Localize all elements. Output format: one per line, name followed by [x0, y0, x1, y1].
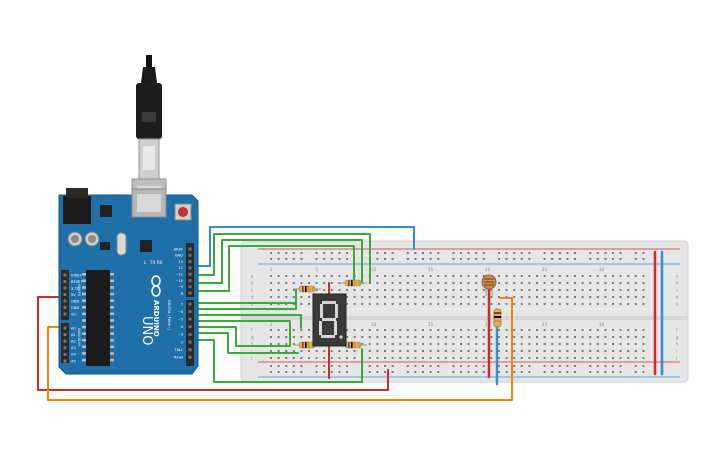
wire-green-2 — [192, 239, 363, 284]
pin-label: Vin — [71, 312, 77, 316]
pin-label: ~9 — [178, 285, 184, 289]
row-letter: i — [251, 349, 252, 354]
resistor[interactable] — [339, 279, 367, 287]
pin-label: GND — [71, 299, 79, 303]
breadboard[interactable]: 115510101515202025253030aabbccddeeffgghh… — [240, 240, 689, 383]
row-letter: h — [676, 342, 679, 347]
row-letter: j — [250, 356, 252, 361]
column-number: 1 — [270, 322, 273, 327]
pin-label: 13 — [178, 260, 183, 264]
pin-label: 4 — [181, 325, 184, 329]
digital-label: DIGITAL (PWM~) — [167, 300, 171, 330]
row-letter: a — [251, 274, 254, 279]
pin-label: A1 — [71, 333, 76, 337]
wire-red-5v — [37, 296, 389, 391]
pin-label: ~11 — [175, 273, 183, 277]
pin-label: 5V — [71, 293, 76, 297]
wire-orange-a0 — [47, 297, 513, 401]
wire-green-6 — [192, 314, 302, 329]
wire-green-9 — [192, 332, 299, 354]
model-label: UNO — [139, 316, 154, 345]
pin-label: TX▸1 — [173, 348, 183, 352]
atmega-chip — [86, 270, 110, 366]
led-rx-label: RX — [157, 260, 163, 265]
row-letter: e — [676, 302, 679, 307]
pin-label: A2 — [71, 340, 76, 344]
row-letter: b — [251, 281, 254, 286]
power-label: POWER — [77, 284, 81, 297]
analog-header — [61, 323, 69, 363]
column-number: 20 — [485, 267, 491, 272]
pin-label: RX◂0 — [174, 356, 184, 360]
column-number: 25 — [542, 267, 548, 272]
row-letter: i — [676, 349, 677, 354]
row-letter: d — [676, 295, 679, 300]
pin-label: A5 — [71, 359, 76, 363]
pin-label: AREF — [174, 247, 183, 251]
row-letter: f — [251, 328, 253, 333]
brand-label: ARDUINO — [152, 300, 160, 337]
wire-green-3 — [192, 245, 355, 292]
pin-label: A3 — [71, 346, 76, 350]
row-letter: g — [251, 335, 254, 340]
row-letter: d — [251, 295, 254, 300]
display-digit-8 — [319, 301, 343, 339]
pin-label: GND — [71, 306, 79, 310]
column-number: 10 — [371, 322, 377, 327]
power-jack — [63, 196, 91, 224]
row-letter: b — [676, 281, 679, 286]
column-number: 30 — [599, 322, 605, 327]
pin-label: ~3 — [178, 333, 183, 337]
pin-label: RESET — [71, 280, 83, 284]
column-number: 10 — [371, 267, 377, 272]
wire-green-8 — [192, 326, 291, 347]
seven-segment-display[interactable] — [312, 293, 347, 347]
pin-label: IOREF — [71, 273, 82, 277]
column-number: 1 — [270, 267, 273, 272]
row-letter: c — [676, 288, 678, 293]
wires — [37, 226, 664, 401]
pin-label: A4 — [71, 353, 76, 357]
row-letter: g — [676, 335, 679, 340]
row-letter: c — [251, 288, 253, 293]
analog-label: ANALOG IN — [77, 328, 81, 346]
arduino-logo — [151, 275, 161, 297]
pin-label: A0 — [71, 326, 76, 330]
reset-button[interactable] — [174, 203, 192, 221]
wire-green-5 — [192, 289, 297, 310]
column-number: 15 — [428, 267, 434, 272]
pin-label: GND — [175, 254, 183, 258]
column-number: 5 — [315, 267, 318, 272]
wire-green-7 — [192, 320, 291, 347]
column-number: 25 — [542, 322, 548, 327]
wire-green-1 — [192, 233, 371, 284]
row-letter: a — [676, 274, 679, 279]
wire-blue-gnd — [192, 226, 415, 267]
pin-label: 2 — [181, 340, 183, 344]
pin-label: ~5 — [178, 318, 183, 322]
column-number: 30 — [599, 267, 605, 272]
pin-label: 3.3V — [71, 286, 80, 290]
digital-header-top — [186, 243, 194, 297]
pin-label: ~6 — [178, 310, 184, 314]
pin-label: ~10 — [175, 279, 183, 283]
row-letter: h — [251, 342, 254, 347]
wire-green-10 — [192, 339, 363, 383]
pin-label: 7 — [181, 302, 183, 306]
led-tx-label: TX — [149, 260, 155, 265]
pin-label: 12 — [178, 266, 183, 270]
column-number: 15 — [428, 322, 434, 327]
pin-label: 8 — [181, 291, 184, 295]
row-letter: j — [675, 356, 677, 361]
photoresistor[interactable] — [481, 274, 502, 328]
arduino-uno-board[interactable]: L TX RX ARDUINO UNO DIGITAL (PWM~) POWER… — [58, 188, 199, 375]
led-l-label: L — [144, 260, 147, 265]
resistor[interactable] — [293, 285, 321, 293]
row-letter: f — [676, 328, 678, 333]
